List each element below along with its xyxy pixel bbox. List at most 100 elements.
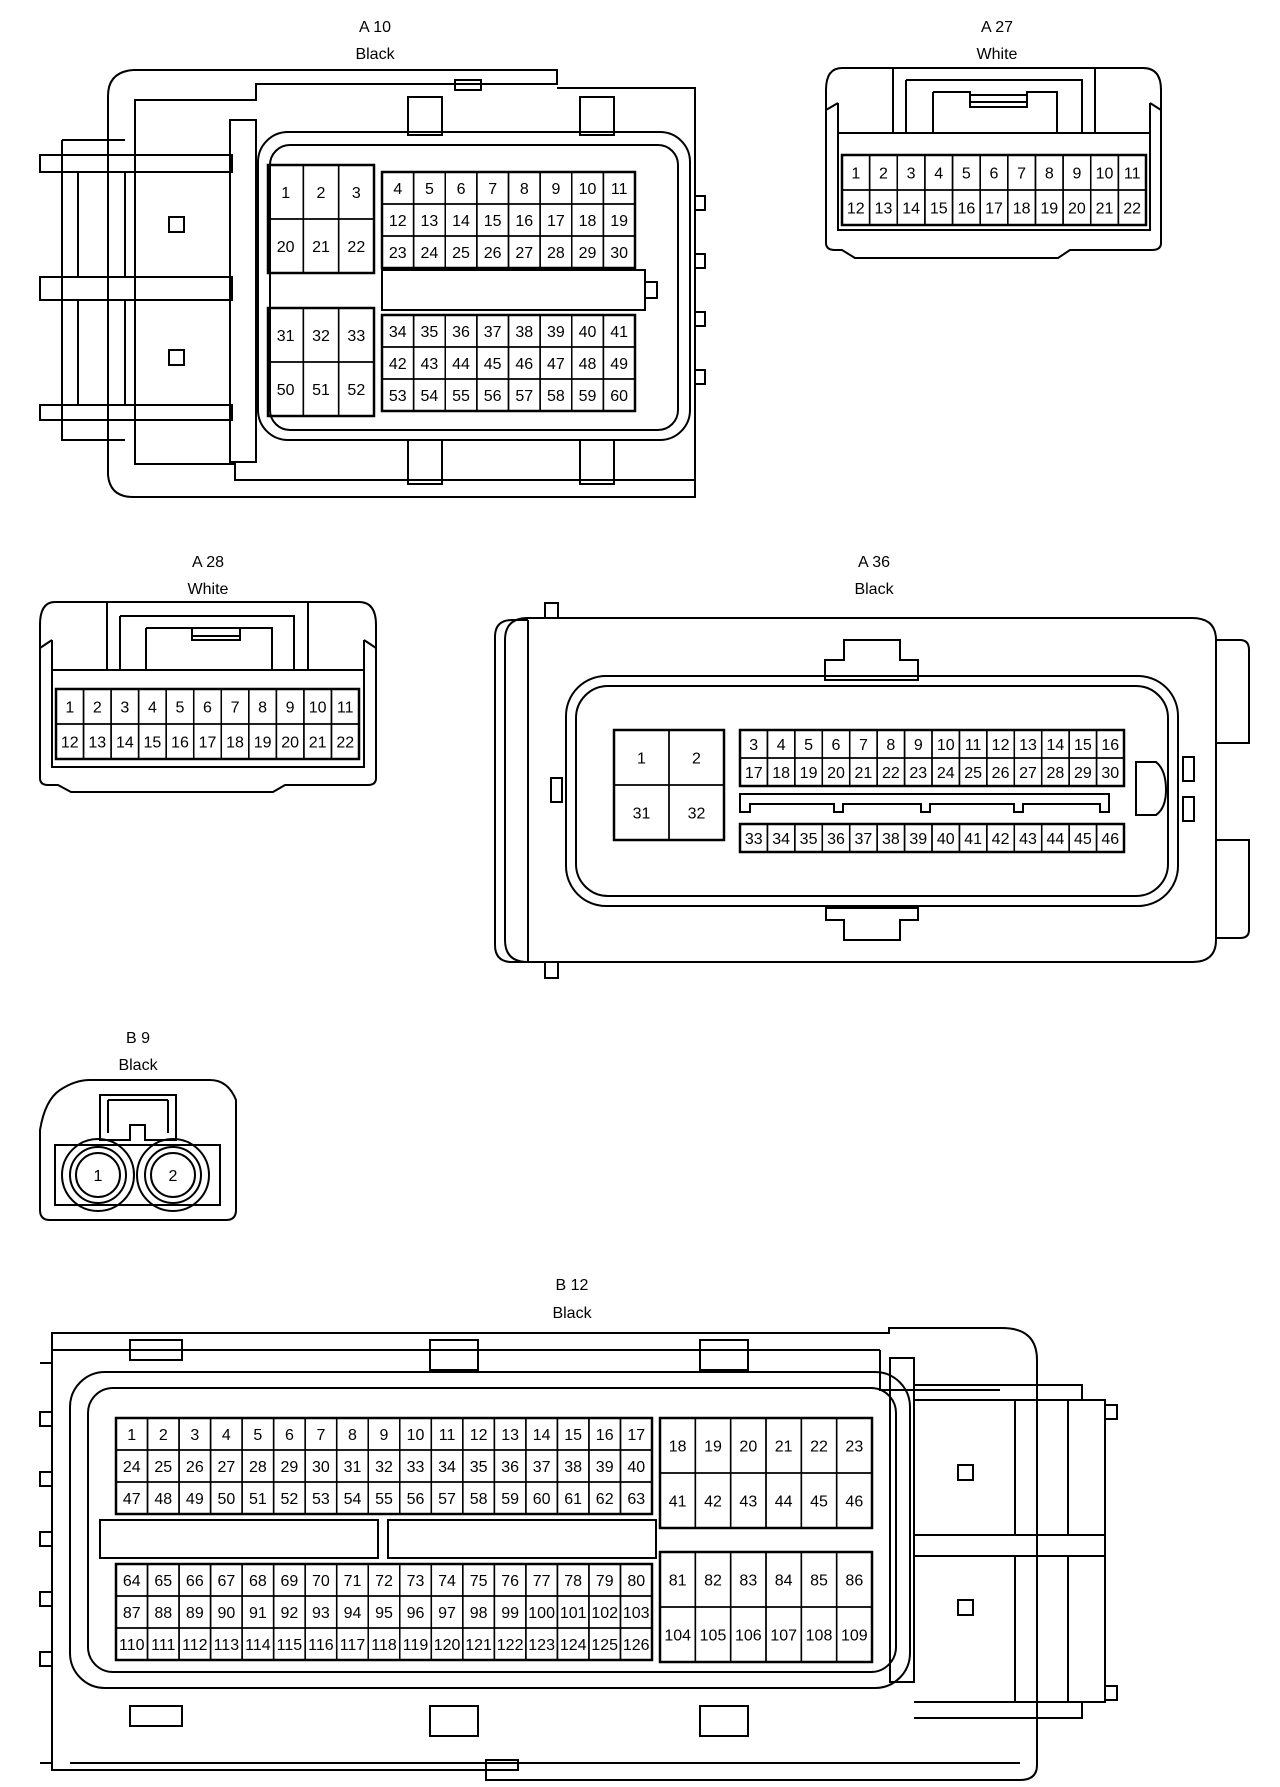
pin-label: 4 [222, 1427, 231, 1444]
pin-label: 62 [596, 1491, 614, 1508]
pin-label: 17 [745, 765, 763, 782]
pin-label: 28 [547, 245, 565, 262]
pin-label: 3 [120, 700, 129, 717]
pin-label: 10 [407, 1427, 425, 1444]
pin-label: 52 [281, 1491, 299, 1508]
pin-label: 32 [312, 328, 330, 345]
pin-label: 32 [688, 806, 706, 823]
connector-a36-name: A 36 [858, 554, 890, 571]
pin-label: 48 [579, 356, 597, 373]
pin-label: 35 [800, 831, 818, 848]
pin-label: 12 [847, 201, 865, 218]
pin-label: 29 [579, 245, 597, 262]
pin-label: 63 [627, 1491, 645, 1508]
pin-label: 46 [845, 1494, 863, 1511]
pin-label: 27 [515, 245, 533, 262]
pin-label: 25 [154, 1459, 172, 1476]
pin-label: 38 [882, 831, 900, 848]
pin-label: 30 [312, 1459, 330, 1476]
pin-label: 105 [700, 1628, 727, 1645]
pin-label: 43 [739, 1494, 757, 1511]
pin-label: 16 [1101, 737, 1119, 754]
pin-label: 28 [249, 1459, 267, 1476]
connector-a27-housing [825, 67, 1162, 259]
pin-label: 1 [637, 751, 646, 768]
pin-label: 107 [770, 1628, 797, 1645]
pin-label: 14 [902, 201, 920, 218]
pin-label: 15 [1074, 737, 1092, 754]
pin-label: 37 [533, 1459, 551, 1476]
pin-label: 65 [154, 1573, 172, 1590]
pin-label: 121 [465, 1637, 492, 1654]
pin-label: 21 [775, 1439, 793, 1456]
pin-label: 126 [623, 1637, 650, 1654]
pin-label: 44 [775, 1494, 793, 1511]
pin-label: 12 [61, 735, 79, 752]
pin-label: 89 [186, 1605, 204, 1622]
pin-label: 30 [1101, 765, 1119, 782]
pin-label: 122 [497, 1637, 524, 1654]
pin-label: 112 [182, 1637, 208, 1654]
pin-label: 13 [1019, 737, 1037, 754]
pin-label: 28 [1047, 765, 1065, 782]
pin-label: 33 [347, 328, 365, 345]
pin-label: 18 [579, 213, 597, 230]
pin-label: 13 [501, 1427, 519, 1444]
pin-label: 3 [749, 737, 758, 754]
pin-label: 6 [285, 1427, 294, 1444]
pin-label: 9 [1072, 166, 1081, 183]
pin-label: 19 [800, 765, 818, 782]
pin-label: 2 [159, 1427, 168, 1444]
pin-label: 27 [1019, 765, 1037, 782]
pin-label: 19 [254, 735, 272, 752]
connector-b12-color: Black [552, 1305, 592, 1322]
pin-label: 11 [1124, 166, 1141, 183]
pin-label: 124 [560, 1637, 587, 1654]
pin-label: 116 [308, 1637, 334, 1654]
pin-label: 41 [610, 324, 628, 341]
pin-label: 92 [281, 1605, 299, 1622]
pin-label: 59 [501, 1491, 519, 1508]
pin-label: 35 [421, 324, 439, 341]
pin-label: 33 [745, 831, 763, 848]
pin-label: 46 [1101, 831, 1119, 848]
pin-label: 16 [515, 213, 533, 230]
pin-label: 40 [579, 324, 597, 341]
pin-label: 34 [772, 831, 790, 848]
pin-label: 114 [245, 1637, 271, 1654]
pin-label: 15 [484, 213, 502, 230]
pin-label: 67 [217, 1573, 235, 1590]
pin-label: 2 [93, 700, 102, 717]
pin-label: 6 [990, 166, 999, 183]
pin-label: 14 [452, 213, 470, 230]
pin-label: 70 [312, 1573, 330, 1590]
pin-label: 13 [88, 735, 106, 752]
pin-cell [668, 784, 725, 841]
pin-label: 18 [226, 735, 244, 752]
pin-label: 50 [217, 1491, 235, 1508]
pin-label: 39 [596, 1459, 614, 1476]
pin-label: 17 [199, 735, 217, 752]
pin-label: 5 [253, 1427, 262, 1444]
pin-label: 25 [452, 245, 470, 262]
pin-label: 42 [704, 1494, 722, 1511]
connector-a36-housing [494, 602, 1250, 979]
pin-label: 21 [1096, 201, 1114, 218]
pin-label: 120 [434, 1637, 461, 1654]
pin-label: 4 [393, 181, 402, 198]
pin-cell [602, 235, 636, 269]
pin-label: 10 [1096, 166, 1114, 183]
pin-label: 13 [875, 201, 893, 218]
pin-label: 12 [992, 737, 1010, 754]
pin-label: 7 [231, 700, 240, 717]
pin-label: 29 [281, 1459, 299, 1476]
pin-label: 74 [438, 1573, 456, 1590]
pin-label: 41 [964, 831, 982, 848]
pin-label: 97 [438, 1605, 456, 1622]
pin-label: 20 [281, 735, 299, 752]
pin-label: 40 [937, 831, 955, 848]
pin-label: 84 [775, 1573, 793, 1590]
